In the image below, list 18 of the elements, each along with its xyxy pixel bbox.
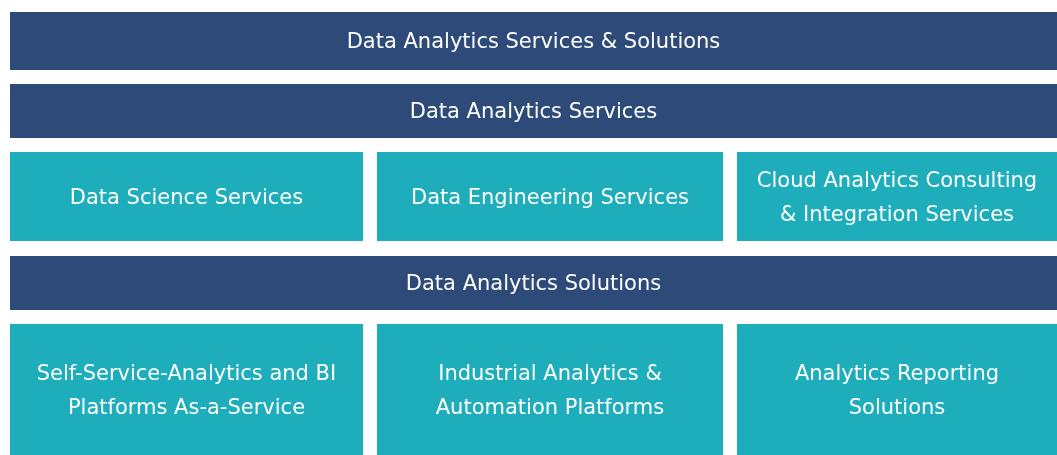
- tile-label: Cloud Analytics Consulting & Integration Services: [755, 166, 1039, 228]
- service-tile: [10, 152, 363, 241]
- service-tile: [10, 324, 363, 455]
- tile-label: Data Analytics Services: [408, 98, 659, 125]
- tile-label: Data Analytics Services & Solutions: [345, 28, 722, 55]
- tile-label: Industrial Analytics & Automation Platforms: [434, 359, 666, 421]
- service-tile: [377, 324, 723, 455]
- tile-label: Analytics Reporting Solutions: [793, 359, 1001, 421]
- category-band: [10, 256, 1057, 310]
- tile-label: Data Science Services: [68, 183, 305, 211]
- tile-label: Data Analytics Solutions: [404, 270, 663, 297]
- service-tile: [737, 152, 1057, 241]
- service-tile: [377, 152, 723, 241]
- tile-label: Data Engineering Services: [409, 183, 690, 211]
- category-band: [10, 12, 1057, 70]
- service-tile: [737, 324, 1057, 455]
- category-band: [10, 84, 1057, 138]
- tile-label: Self-Service-Analytics and BI Platforms As-a-Service: [35, 359, 338, 421]
